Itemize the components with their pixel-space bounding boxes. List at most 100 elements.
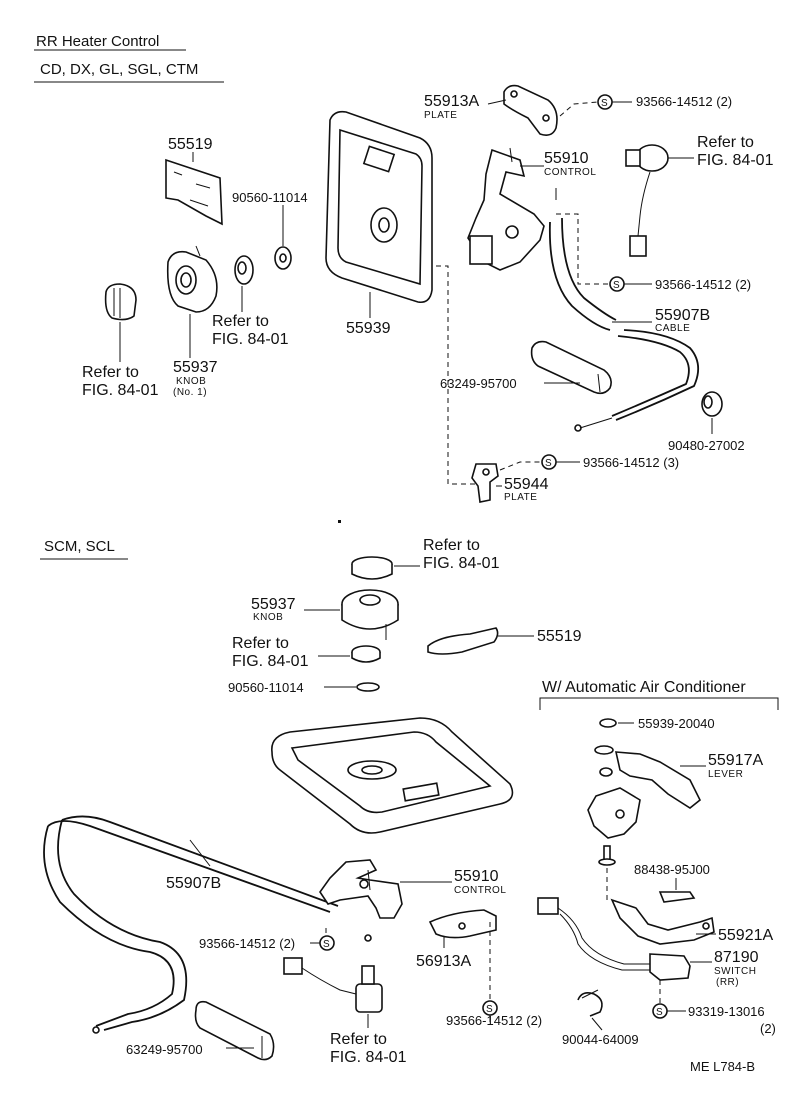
control-pivot: [505, 225, 519, 239]
part-55937-knob-bottom: [341, 589, 399, 640]
sub-55907B-top: CABLE: [655, 323, 690, 334]
label-88438: 88438-95J00: [634, 862, 710, 877]
part-55907B-cable-top: [548, 217, 700, 432]
clip-bottom-shape: [194, 1000, 275, 1061]
label-90560-bottom: 90560-11014: [228, 680, 304, 695]
scale-plate-shape: [165, 158, 223, 226]
label-90480: 90480-27002: [668, 438, 745, 453]
label-63249-top: 63249-95700: [440, 376, 517, 391]
knob-cap-side: [351, 564, 393, 580]
part-90044-clamp: [577, 989, 603, 1017]
dashed-panel-to-55944: [436, 265, 478, 485]
part-63249-bottom: [194, 1000, 275, 1061]
switch-rr-wire2: [559, 913, 650, 971]
knob-cap-shape: [104, 283, 137, 321]
sub-55917A: LEVER: [708, 769, 743, 780]
label-55519-top: 55519: [168, 136, 213, 153]
switch-bottom-stem: [361, 965, 375, 985]
clip-shape: [530, 340, 612, 395]
lever-arm: [614, 751, 702, 809]
lever-base: [587, 787, 641, 839]
models-bottom-label: SCM, SCL: [44, 538, 115, 555]
sub-55910-bottom: CONTROL: [454, 885, 506, 896]
label-55910-top: 55910: [544, 150, 589, 167]
sub-55937-top-1: KNOB: [176, 376, 206, 387]
label-55907B-top: 55907B: [655, 307, 710, 324]
label-87190: 87190: [714, 949, 759, 966]
screw-mark-a: S: [601, 98, 608, 109]
knob-cap-top: [104, 283, 137, 321]
label-93566-a: 93566-14512 (2): [636, 94, 732, 109]
screw-mark-c: S: [545, 458, 552, 469]
control-bottom-rod: [367, 869, 371, 891]
shaft-pin-base: [598, 858, 616, 866]
plate-55913A-shape: [503, 84, 558, 136]
plate-hole: [510, 90, 518, 98]
label-90044: 90044-64009: [562, 1032, 639, 1047]
label-55937-bottom: 55937: [251, 596, 296, 613]
screw-mark-b: S: [613, 280, 620, 291]
sub-55944: PLATE: [504, 492, 537, 503]
bracket-55921A-hole: [702, 922, 710, 930]
knob-body: [166, 250, 218, 313]
label-90560-top: 90560-11014: [232, 190, 308, 205]
clamp-loop: [577, 992, 603, 1017]
ring-bushing-bottom: [351, 645, 381, 663]
sub-55937-top-2: (No. 1): [173, 387, 207, 398]
refer-ring-2: FIG. 84-01: [232, 653, 309, 670]
panel-bottom-hole-inner: [361, 765, 383, 775]
screw-symbol-bottom-a: [319, 935, 335, 951]
part-55913A-top: [503, 84, 558, 136]
diagram-title: RR Heater Control: [36, 33, 159, 50]
label-56913A: 56913A: [416, 953, 471, 970]
cable-bottom-c: [47, 820, 331, 913]
switch-stem: [625, 149, 641, 167]
washer-90560-top: [274, 246, 292, 270]
grommet-inner: [703, 395, 713, 409]
bushing-inner: [237, 261, 247, 275]
label-55907B-bottom: 55907B: [166, 875, 221, 892]
label-55944: 55944: [504, 476, 549, 493]
dashed-screw-a: [559, 101, 599, 117]
plate-56913A-hole: [458, 922, 466, 930]
screw-mark-bottom-b: S: [486, 1004, 493, 1015]
nut-55939-20040: [599, 718, 617, 728]
models-top-label: CD, DX, GL, SGL, CTM: [40, 61, 198, 78]
label-93566-c: 93566-14512 (3): [583, 455, 679, 470]
part-55937-knob-top: [166, 245, 218, 313]
cable-b2: [615, 329, 700, 421]
sub-55913A-top: PLATE: [424, 110, 457, 121]
scale-tick: [189, 199, 209, 207]
refer-mid-top-2: FIG. 84-01: [212, 331, 289, 348]
knob-face: [175, 265, 197, 295]
label-93566-bottom-b: 93566-14512 (2): [446, 1013, 542, 1028]
switch-rr-connector: [537, 897, 559, 915]
label-93566-b: 93566-14512 (2): [655, 277, 751, 292]
cable-end-ring: [574, 424, 582, 432]
panel-slot: [362, 145, 396, 173]
lever-pivot: [615, 809, 625, 819]
shaft-pin: [603, 845, 611, 861]
cable-a1: [548, 221, 611, 331]
sub-55937-bottom: KNOB: [253, 612, 283, 623]
label-55913A-top: 55913A: [424, 93, 479, 110]
refer-top-bottom-2: FIG. 84-01: [423, 555, 500, 572]
switch-connector: [629, 235, 647, 257]
knob-hub: [359, 594, 381, 606]
label-93319: 93319-13016: [688, 1004, 765, 1019]
label-55939-20040: 55939-20040: [638, 716, 715, 731]
sub-55910-top: CONTROL: [544, 167, 596, 178]
panel-knob-hole-inner: [378, 217, 390, 233]
label-63249-bottom: 63249-95700: [126, 1042, 203, 1057]
screw-mark-bottom-a: S: [323, 939, 330, 950]
cable-end-wire: [579, 417, 613, 429]
dashed-screw-c: [499, 461, 542, 471]
plate-55944-shape: [471, 463, 499, 503]
part-56913A-bottom: [428, 909, 497, 939]
bushing-top: [234, 255, 254, 285]
cable-a2: [561, 217, 617, 321]
switch-rr-wire: [557, 907, 650, 965]
switch-bottom-wire: [301, 967, 357, 995]
label-55917A: 55917A: [708, 752, 763, 769]
